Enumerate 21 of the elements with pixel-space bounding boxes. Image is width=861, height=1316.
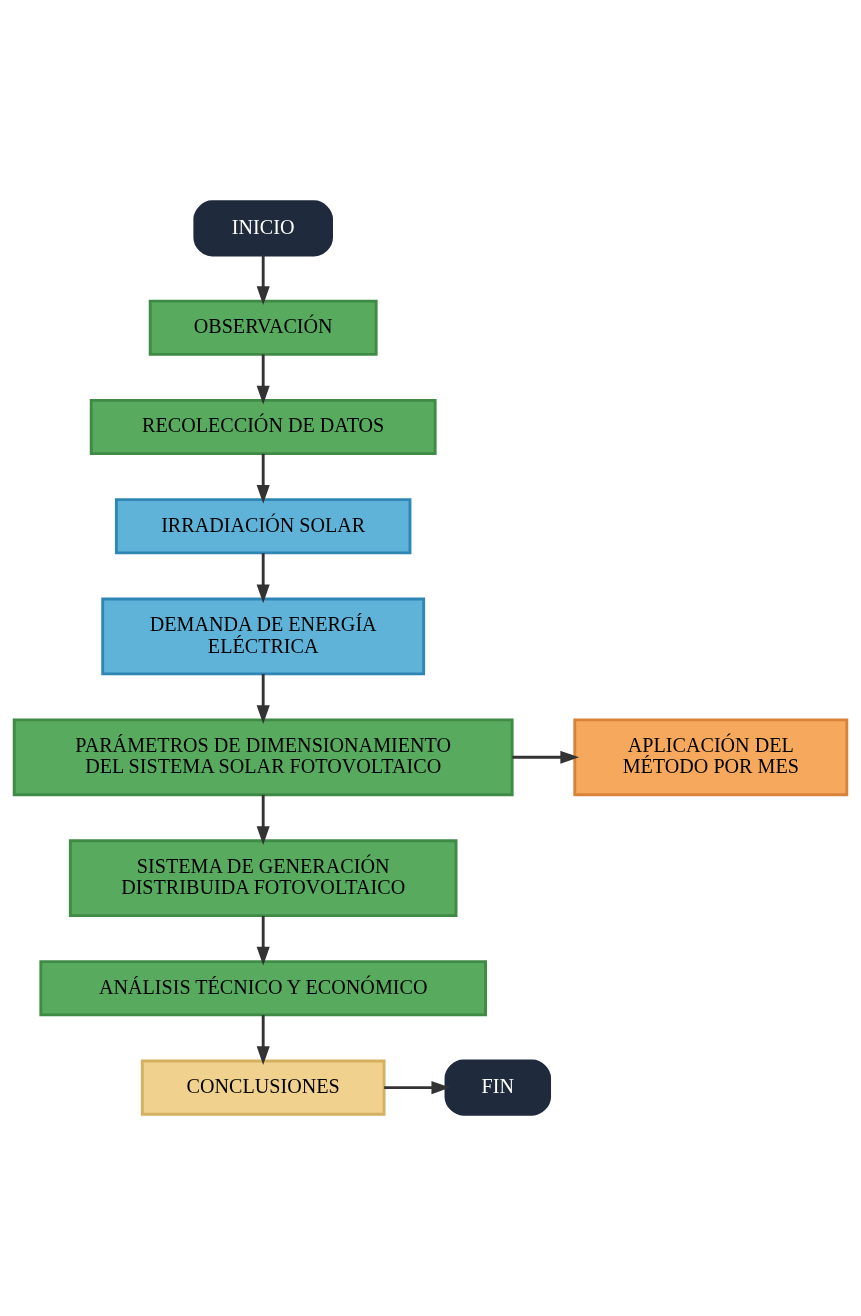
node-box: RECOLECCIÓN DE DATOS bbox=[89, 398, 437, 456]
node-box: IRRADIACIÓN SOLAR bbox=[114, 498, 412, 555]
arrow bbox=[256, 255, 270, 306]
node-box: DEMANDA DE ENERGÍA ELÉCTRICA bbox=[101, 597, 426, 676]
arrow bbox=[384, 1081, 451, 1095]
node-box: CONCLUSIONES bbox=[140, 1059, 386, 1116]
node-box: SISTEMA DE GENERACIÓN DISTRIBUIDA FOTOVOLTAICO bbox=[68, 839, 458, 918]
node-box: APLICACIÓN DEL MÉTODO POR MES bbox=[573, 718, 849, 797]
arrow bbox=[256, 673, 270, 724]
arrow bbox=[512, 750, 580, 764]
arrow bbox=[256, 453, 270, 504]
arrow bbox=[256, 915, 270, 966]
arrow bbox=[256, 354, 270, 405]
arrow bbox=[256, 1015, 270, 1066]
node-box: OBSERVACIÓN bbox=[148, 299, 378, 356]
node-box: PARÁMETROS DE DIMENSIONAMIENTO DEL SISTEMA SOLAR FOTOVOLTAICO bbox=[12, 718, 514, 797]
node-box: INICIO bbox=[193, 200, 333, 257]
node-box: ANÁLISIS TÉCNICO Y ECONÓMICO bbox=[39, 960, 487, 1017]
arrow bbox=[256, 553, 270, 604]
node-box: FIN bbox=[444, 1059, 552, 1116]
arrow bbox=[256, 794, 270, 845]
